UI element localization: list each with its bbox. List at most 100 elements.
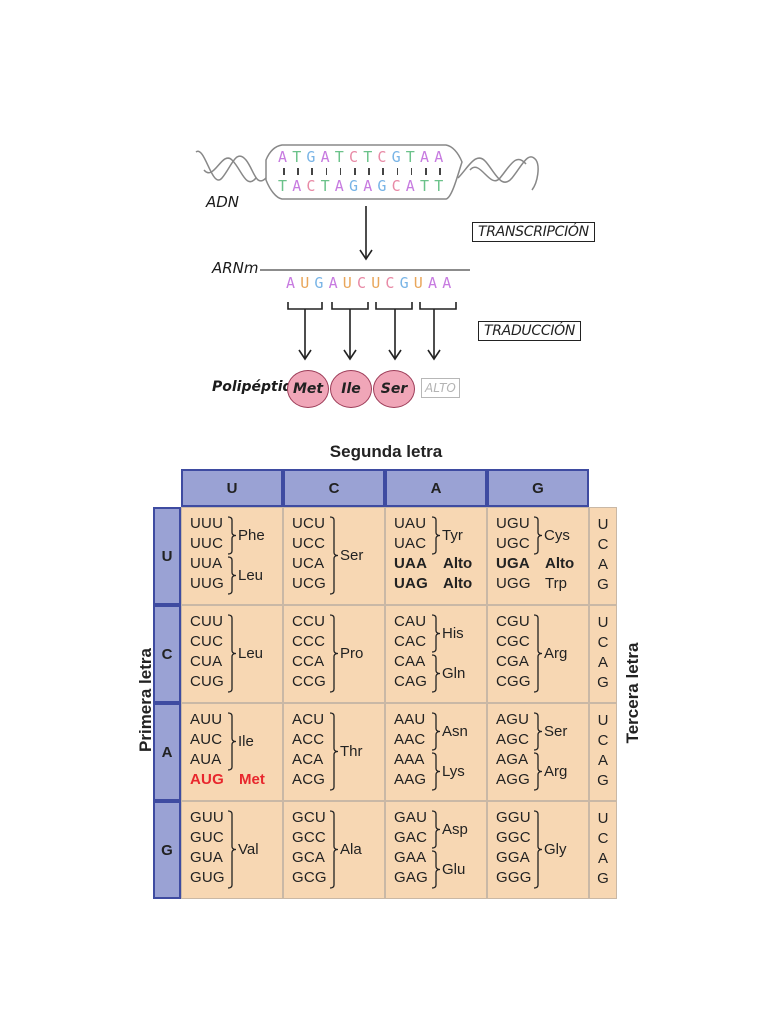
third-letter-U: U xyxy=(597,712,609,729)
codon-ACG: ACG xyxy=(292,771,326,788)
amino-acid-label: Ser xyxy=(340,546,364,564)
header-corner xyxy=(153,469,181,507)
nucleotide-C: C xyxy=(377,148,387,166)
brace xyxy=(227,556,237,595)
first-letter-header-G: G xyxy=(153,801,181,899)
nucleotide-A: A xyxy=(428,274,438,292)
codon-AAU: AAU xyxy=(394,711,426,728)
nucleotide-G: G xyxy=(391,148,401,166)
codon-CGA: CGA xyxy=(496,653,530,670)
amino-acid-label: Asn xyxy=(442,722,468,740)
nucleotide-T: T xyxy=(334,148,344,166)
nucleotide-A: A xyxy=(420,148,430,166)
amino-acid-label: Alto xyxy=(545,555,575,572)
codon-UGA: UGA xyxy=(496,555,530,572)
brace xyxy=(227,712,237,771)
third-letter-U: U xyxy=(597,614,609,631)
nucleotide-C: C xyxy=(306,177,316,195)
amino-acid-label: Alto xyxy=(443,575,473,592)
nucleotide-T: T xyxy=(292,148,302,166)
base-pair-bond xyxy=(311,168,313,175)
amino-acid-label: Ile xyxy=(238,732,254,750)
nucleotide-T: T xyxy=(363,148,373,166)
base-pair-bond xyxy=(439,168,441,175)
nucleotide-T: T xyxy=(434,177,444,195)
codon-UUU: UUU xyxy=(190,515,224,532)
codon-UAC: UAC xyxy=(394,535,427,552)
codon-CGC: CGC xyxy=(496,633,530,650)
amino-acid-label: Met xyxy=(239,771,265,788)
amino-acid-label: Gly xyxy=(544,840,567,858)
third-letter-G: G xyxy=(597,674,609,691)
brace xyxy=(329,516,339,595)
codon-UAG: UAG xyxy=(394,575,428,592)
codon-CGG: CGG xyxy=(496,673,531,690)
third-letter-U: U xyxy=(597,516,609,533)
amino-acid-label: Ser xyxy=(544,722,568,740)
codon-AUU: AUU xyxy=(190,711,223,728)
brace xyxy=(431,810,441,849)
amino-acid-label: Leu xyxy=(238,644,264,662)
nucleotide-A: A xyxy=(292,177,302,195)
third-letter-A: A xyxy=(597,850,608,867)
amino-acid-label: Arg xyxy=(544,762,568,780)
nucleotide-U: U xyxy=(413,274,423,292)
stop-codon-box: ALTO xyxy=(421,378,460,398)
base-pair-bond xyxy=(297,168,299,175)
nucleotide-C: C xyxy=(357,274,367,292)
brace xyxy=(533,516,543,555)
second-letter-header-C: C xyxy=(283,469,385,507)
amino-acid-ile: Ile xyxy=(330,370,372,408)
amino-acid-label: Pro xyxy=(340,644,364,662)
base-pair-bond xyxy=(410,168,413,175)
codon-GGG: GGG xyxy=(496,869,532,886)
first-letter-header-U: U xyxy=(153,507,181,605)
second-letter-header-U: U xyxy=(181,469,283,507)
base-pair-bond xyxy=(354,168,356,175)
nucleotide-C: C xyxy=(349,148,359,166)
codon-UCG: UCG xyxy=(292,575,326,592)
brace xyxy=(431,654,441,693)
third-letter-A: A xyxy=(597,654,608,671)
mrna-label: ARNm xyxy=(212,259,259,277)
codon-GUG: GUG xyxy=(190,869,225,886)
brace xyxy=(329,810,339,889)
amino-acid-ser: Ser xyxy=(373,370,415,408)
third-letter-G: G xyxy=(597,870,609,887)
codon-GCA: GCA xyxy=(292,849,326,866)
amino-acid-label: Lys xyxy=(442,762,465,780)
nucleotide-A: A xyxy=(320,148,330,166)
codon-AAA: AAA xyxy=(394,751,425,768)
third-letter-C: C xyxy=(597,536,609,553)
transcription-label: TRANSCRIPCIÓN xyxy=(472,222,595,242)
dna-label: ADN xyxy=(206,193,240,211)
amino-acid-label: Thr xyxy=(340,742,363,760)
amino-acid-label: Tyr xyxy=(442,526,463,544)
brace xyxy=(227,614,237,693)
base-pair-bond xyxy=(382,168,384,175)
amino-acid-label: Ala xyxy=(340,840,362,858)
codon-AUG: AUG xyxy=(190,771,224,788)
codon-GGA: GGA xyxy=(496,849,530,866)
codon-GAC: GAC xyxy=(394,829,428,846)
nucleotide-T: T xyxy=(320,177,330,195)
codon-CGU: CGU xyxy=(496,613,530,630)
codon-UGU: UGU xyxy=(496,515,530,532)
codon-AGC: AGC xyxy=(496,731,530,748)
codon-ACA: ACA xyxy=(292,751,324,768)
codon-UCU: UCU xyxy=(292,515,326,532)
codon-UAA: UAA xyxy=(394,555,428,572)
codon-UUA: UUA xyxy=(190,555,223,572)
codon-CCU: CCU xyxy=(292,613,326,630)
brace xyxy=(533,614,543,693)
codon-CAU: CAU xyxy=(394,613,427,630)
amino-acid-label: Alto xyxy=(443,555,473,572)
codon-CUA: CUA xyxy=(190,653,223,670)
brace xyxy=(227,516,237,555)
nucleotide-G: G xyxy=(399,274,409,292)
amino-acid-label: His xyxy=(442,624,464,642)
amino-acid-label: Val xyxy=(238,840,259,858)
nucleotide-G: G xyxy=(349,177,359,195)
